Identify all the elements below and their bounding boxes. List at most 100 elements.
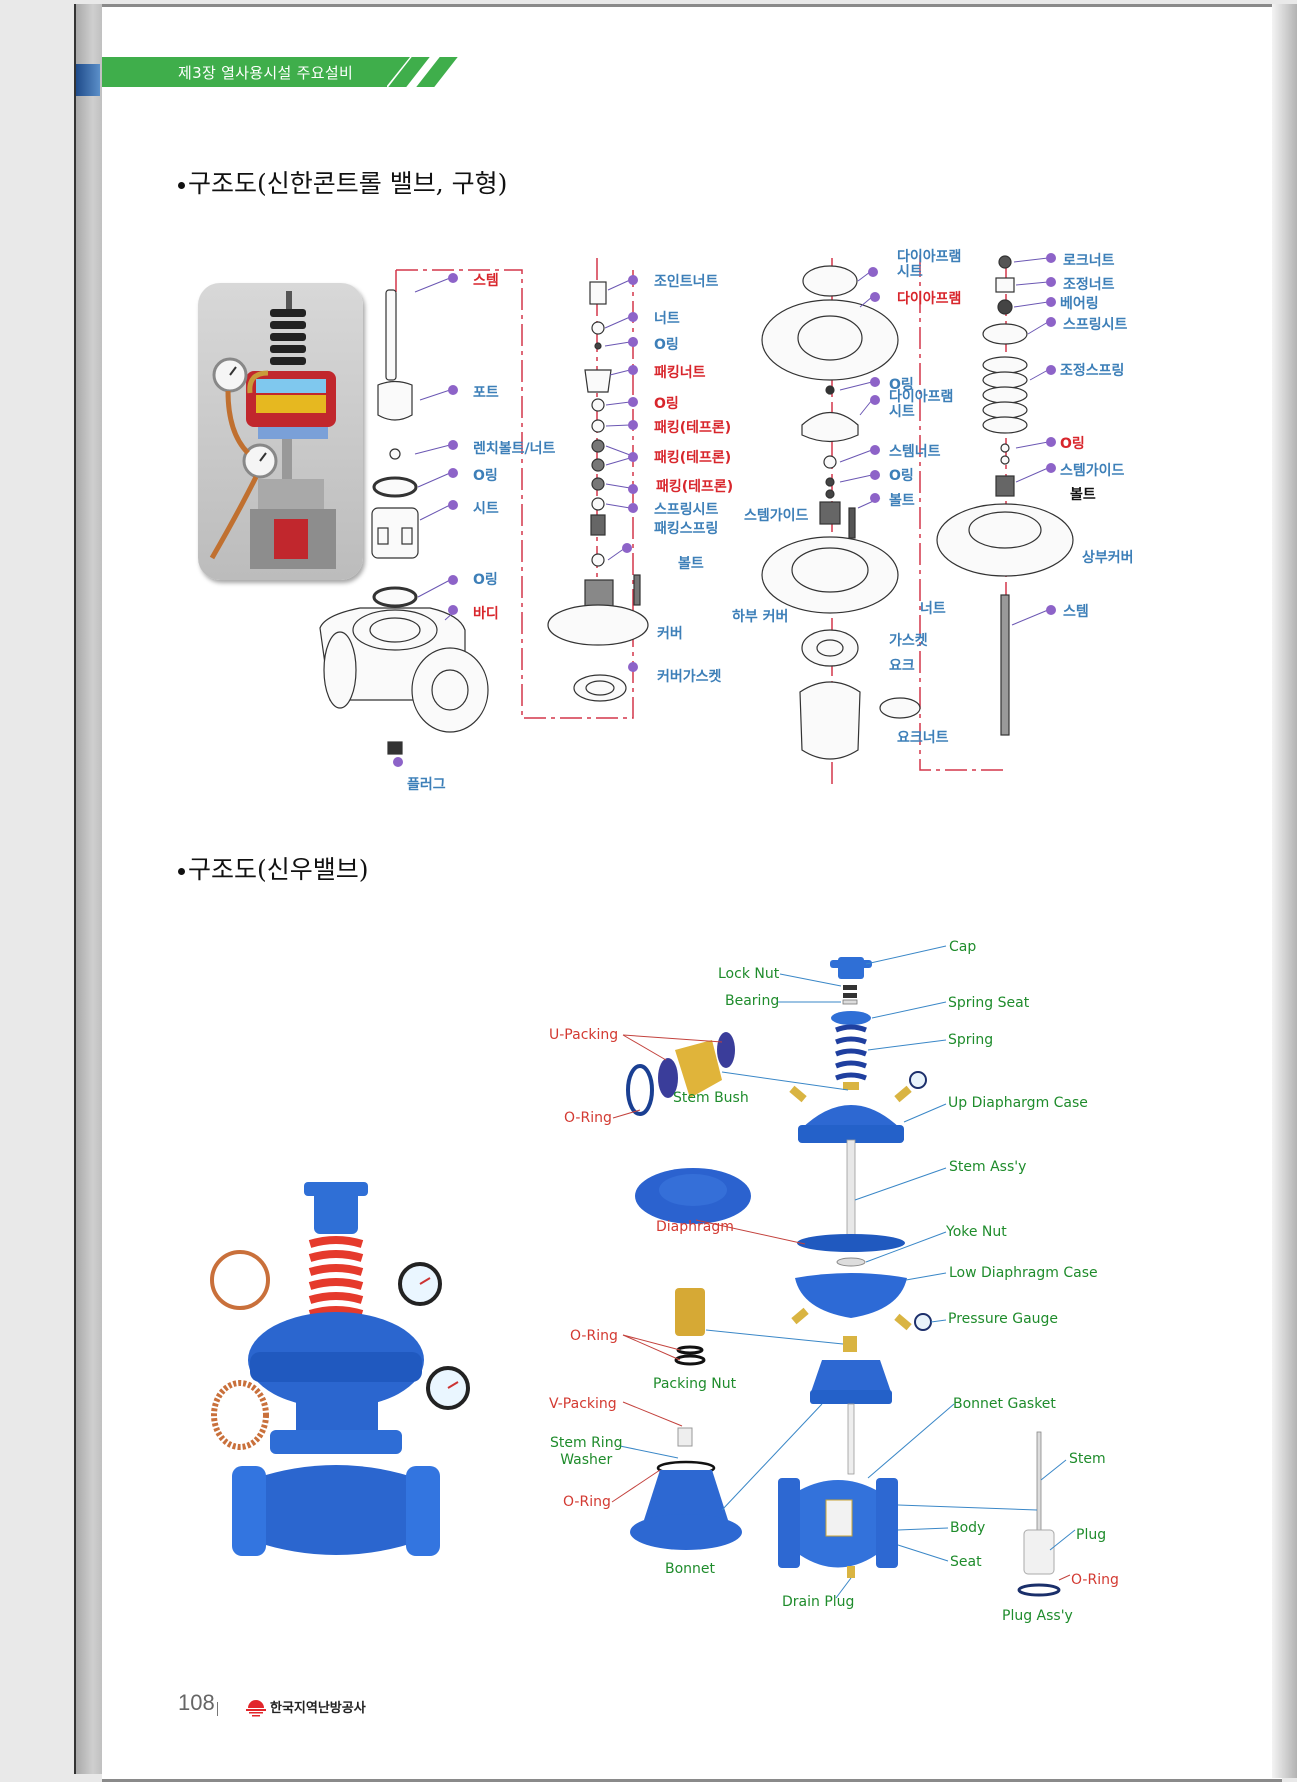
label-pressure-gauge: Pressure Gauge (948, 1311, 1059, 1327)
label-oring-3: O링 (654, 337, 679, 353)
callout-number-marker (628, 452, 638, 462)
label-diaphragm-seat-1: 다이아프램 시트 (897, 249, 962, 280)
label-lock-nut: 로크너트 (1063, 253, 1115, 269)
label-nut-2: 너트 (920, 601, 946, 617)
callout-number-marker (628, 365, 638, 375)
label-o-ring-2: O-Ring (570, 1328, 618, 1344)
label-v-packing: V-Packing (549, 1396, 617, 1412)
label-stem: Stem (1069, 1451, 1106, 1467)
label-o-ring-4: O-Ring (1071, 1572, 1119, 1588)
label-plug-assy: Plug Ass'y (1002, 1608, 1073, 1624)
callout-number-marker (1046, 253, 1056, 263)
label-bonnet-gasket: Bonnet Gasket (953, 1396, 1056, 1412)
callout-number-marker (448, 500, 458, 510)
label-packing-spring: 패킹스프링 (654, 521, 719, 537)
label-body: 바디 (473, 606, 499, 622)
shinhan-valve-cutaway-photo (198, 283, 363, 580)
label-cap: Cap (949, 939, 977, 955)
label-bonnet: Bonnet (665, 1561, 716, 1577)
callout-number-marker (1046, 365, 1056, 375)
label-packing-nut: Packing Nut (653, 1376, 737, 1392)
label-yoke: 요크 (889, 658, 915, 674)
label-gasket: 가스켓 (889, 633, 928, 649)
section-title-1: 구조도(신한콘트롤 밸브, 구형) (178, 164, 507, 200)
callout-number-marker (448, 385, 458, 395)
callout-number-marker (870, 395, 880, 405)
shinhan-valve-exploded-diagram (319, 255, 1074, 785)
label-cover: 커버 (657, 626, 683, 642)
label-low-diaphragm-case: Low Diaphragm Case (949, 1265, 1098, 1281)
label-cover-gasket: 커버가스켓 (657, 669, 722, 685)
organization-name: 한국지역난방공사 (270, 1701, 366, 1716)
label-body: Body (950, 1520, 986, 1536)
section-title-2-text: 구조도(신우밸브) (188, 855, 369, 884)
page-edge-shadow (1272, 4, 1297, 1778)
callout-number-marker (870, 493, 880, 503)
label-port: 포트 (473, 385, 499, 401)
shinwoo-valve-product-photo (210, 1182, 470, 1556)
label-lower-cover: 하부 커버 (732, 609, 789, 625)
chapter-tab-marker (76, 64, 100, 96)
label-spring-seat: Spring Seat (948, 995, 1030, 1011)
callout-number-marker (622, 543, 632, 553)
label-oring-6: O링 (889, 468, 914, 484)
bullet-icon (178, 868, 185, 875)
label-joint-nut: 조인트너트 (654, 274, 719, 290)
callout-number-marker (868, 267, 878, 277)
label-packing-nut: 패킹너트 (654, 365, 706, 381)
callout-number-marker (1046, 317, 1056, 327)
label-packing-teflon-1: 패킹(테프론) (654, 420, 732, 436)
callout-number-marker (1046, 605, 1056, 615)
callout-number-marker (448, 575, 458, 585)
label-bearing: 베어링 (1060, 296, 1099, 312)
callout-number-marker (628, 312, 638, 322)
label-diaphragm: Diaphragm (656, 1219, 734, 1235)
label-drain-plug: Drain Plug (782, 1594, 855, 1610)
label-adjust-spring: 조정스프링 (1060, 363, 1125, 379)
bullet-icon (178, 182, 185, 189)
label-packing-teflon-2: 패킹(테프론) (654, 450, 732, 466)
label-oring-5: O링 (889, 377, 914, 393)
label-stem-2: 스템 (1063, 604, 1089, 620)
label-bolt-1: 볼트 (678, 556, 704, 572)
label-upper-cover: 상부커버 (1082, 550, 1134, 566)
label-yoke-nut: 요크너트 (897, 730, 949, 746)
label-packing-teflon-3: 패킹(테프론) (656, 479, 734, 495)
label-oring-7: O링 (1060, 436, 1085, 452)
label-stem-guide-1: 스템가이드 (744, 508, 809, 524)
callout-number-marker (448, 440, 458, 450)
callout-number-marker (448, 605, 458, 615)
label-seat: 시트 (473, 501, 499, 517)
chapter-header-band (102, 57, 387, 87)
label-bolt-2: 볼트 (889, 493, 915, 509)
label-u-packing: U-Packing (549, 1027, 619, 1043)
valve-cutaway-illustration (209, 291, 336, 569)
label-bearing: Bearing (725, 993, 780, 1009)
page-number: 108 (178, 1690, 215, 1715)
label-o-ring-3: O-Ring (563, 1494, 611, 1510)
section-title-2: 구조도(신우밸브) (178, 850, 369, 886)
callout-number-marker (870, 377, 880, 387)
callout-number-marker (1046, 463, 1056, 473)
chapter-label: 제3장 열사용시설 주요설비 (178, 64, 354, 82)
label-stem: 스템 (473, 273, 499, 289)
callout-number-marker (1046, 297, 1056, 307)
label-spring-seat: 스프링시트 (654, 502, 719, 518)
label-plug: Plug (1076, 1527, 1107, 1543)
callout-number-marker (870, 470, 880, 480)
label-bolt-3: 볼트 (1070, 487, 1096, 503)
label-yoke-nut: Yoke Nut (946, 1224, 1007, 1240)
callout-number-marker (448, 468, 458, 478)
label-seat: Seat (950, 1554, 982, 1570)
callout-number-marker (448, 273, 458, 283)
callout-number-marker (393, 757, 403, 767)
label-stem-bush: Stem Bush (673, 1090, 749, 1106)
label-lock-nut: Lock Nut (718, 966, 780, 982)
callout-number-marker (628, 503, 638, 513)
label-oring-4: O링 (654, 396, 679, 412)
label-stem-assy: Stem Ass'y (949, 1159, 1027, 1175)
label-oring-1: O링 (473, 468, 498, 484)
label-nut-1: 너트 (654, 311, 680, 327)
label-wrench-bolt-nut: 렌치볼트/너트 (473, 441, 556, 457)
